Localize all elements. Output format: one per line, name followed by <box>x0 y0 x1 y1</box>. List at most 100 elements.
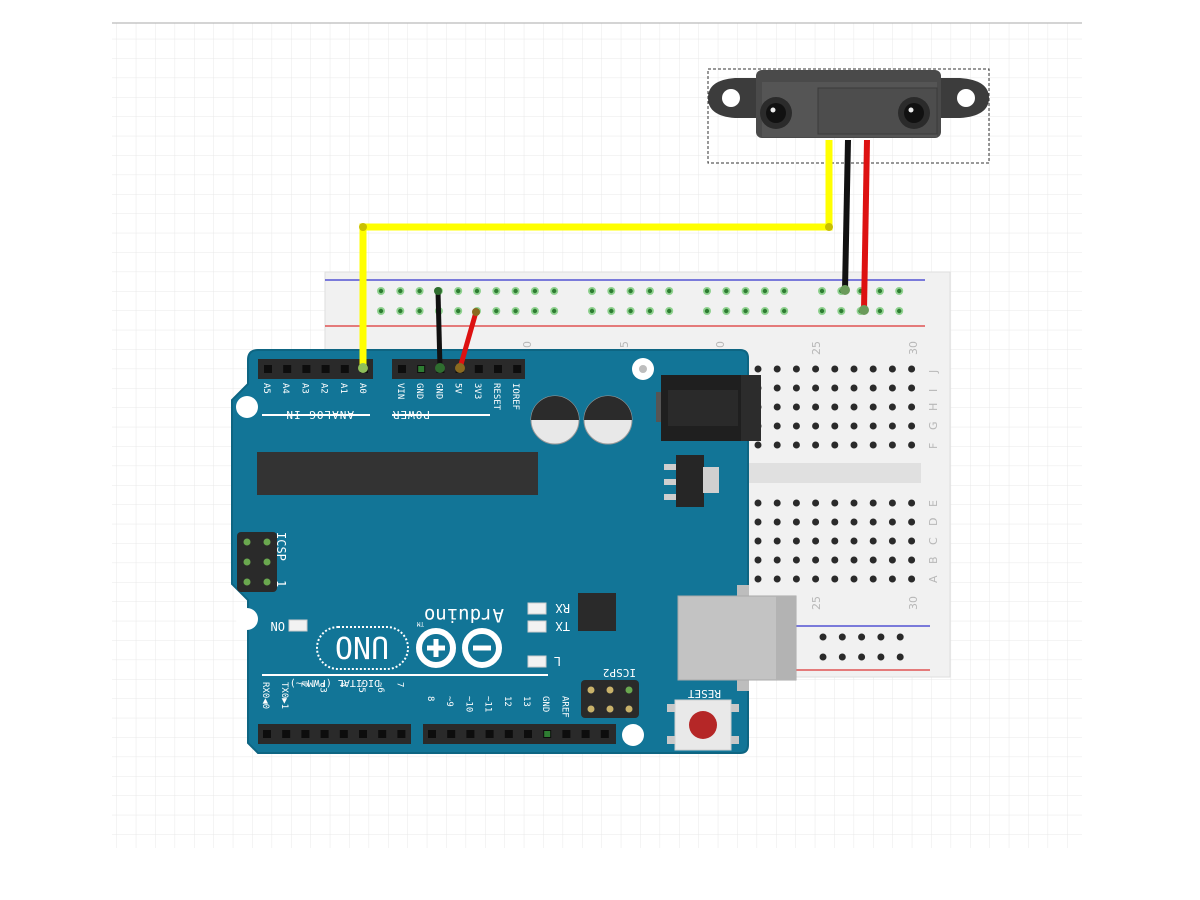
sensor-ground-wire <box>842 139 851 291</box>
l-led <box>527 655 547 668</box>
breadboard-hole <box>812 575 820 583</box>
breadboard-hole <box>831 537 839 545</box>
breadboard-hole <box>812 441 820 449</box>
pin-label: A2 <box>319 383 329 394</box>
breadboard-hole <box>773 575 781 583</box>
row-letter: C <box>927 537 940 545</box>
breadboard-hole <box>812 537 820 545</box>
header-pin <box>264 365 272 373</box>
breadboard-hole <box>869 537 877 545</box>
on-led <box>288 619 308 632</box>
column-number-label: 30 <box>907 341 920 355</box>
column-number-label: 0 <box>521 341 534 348</box>
mounting-hole <box>236 608 258 630</box>
breadboard-hole <box>812 403 820 411</box>
breadboard-hole <box>792 499 800 507</box>
pin-label: A0 <box>357 383 367 394</box>
header-pin <box>339 730 348 738</box>
breadboard-hole <box>908 499 916 507</box>
header-pin <box>340 365 349 373</box>
pin-label: A3 <box>299 383 309 394</box>
breadboard-hole <box>754 556 762 564</box>
atmega-chip <box>257 452 538 495</box>
ir-receiver-lens-icon <box>898 97 930 129</box>
tx-led <box>527 620 547 633</box>
row-letters: J I H G F E D C B A <box>927 370 940 583</box>
breadboard-hole <box>896 633 904 641</box>
pin-label: GND <box>414 383 424 399</box>
breadboard-hole <box>773 441 781 449</box>
breadboard-hole <box>888 575 896 583</box>
pin-label: ~10 <box>463 696 473 712</box>
bottom-rail-holes <box>819 633 904 661</box>
wires <box>358 139 870 373</box>
arduino-5v-wire <box>457 311 479 369</box>
breadboard-hole <box>773 499 781 507</box>
analog-header <box>258 359 373 379</box>
breadboard-hole <box>869 518 877 526</box>
pin-label: 12 <box>502 696 512 707</box>
center-channel <box>745 463 921 483</box>
arduino-brand-text: Arduino <box>424 604 504 626</box>
breadboard-hole <box>773 518 781 526</box>
ir-emitter-lens-icon <box>760 97 792 129</box>
breadboard-hole <box>812 518 820 526</box>
header-pin <box>485 730 494 738</box>
usb-interface-chip <box>578 593 616 631</box>
column-number-label: 30 <box>907 596 920 610</box>
uno-model-text: UNO <box>335 629 389 664</box>
reset-button <box>667 699 739 751</box>
header-pin <box>474 365 483 373</box>
breadboard-hole <box>831 499 839 507</box>
usb-b-connector <box>677 585 797 691</box>
breadboard-hole <box>831 403 839 411</box>
breadboard-hole <box>773 556 781 564</box>
rx-led <box>527 602 547 615</box>
pin-label: 2 <box>298 682 308 687</box>
breadboard-hole <box>754 441 762 449</box>
trademark-mark: TM <box>416 620 424 627</box>
row-letter: A <box>927 575 940 583</box>
header-pin <box>301 730 310 738</box>
breadboard-hole <box>773 422 781 430</box>
breadboard-hole <box>754 499 762 507</box>
row-letter: D <box>927 518 940 526</box>
breadboard-hole <box>831 575 839 583</box>
breadboard-hole <box>831 365 839 373</box>
breadboard-hole <box>831 384 839 392</box>
breadboard-hole <box>908 422 916 430</box>
header-pin <box>504 730 513 738</box>
board-outline <box>231 349 749 754</box>
header-pin <box>378 730 387 738</box>
header-pin <box>320 730 329 738</box>
capacitor <box>583 395 633 445</box>
breadboard-hole <box>831 422 839 430</box>
breadboard-hole <box>812 365 820 373</box>
breadboard-hole <box>888 499 896 507</box>
breadboard-hole <box>773 537 781 545</box>
pin-label: 5V <box>453 383 463 394</box>
pin-label: 4 <box>337 682 347 687</box>
header-pin <box>283 365 292 373</box>
pin-label: A1 <box>338 383 348 394</box>
digital-pwm-label: DIGITAL (PWM=~) <box>290 677 380 688</box>
header-pin <box>428 730 436 738</box>
breadboard-hole <box>850 384 858 392</box>
breadboard-hole <box>754 518 762 526</box>
breadboard-hole <box>888 556 896 564</box>
breadboard-hole <box>877 633 885 641</box>
breadboard-hole <box>850 499 858 507</box>
breadboard-hole <box>838 653 846 661</box>
breadboard-hole <box>908 537 916 545</box>
column-number-label: 25 <box>810 596 823 610</box>
header-pin <box>359 730 367 738</box>
breadboard-hole <box>812 499 820 507</box>
breadboard-hole <box>819 653 827 661</box>
breadboard-hole <box>792 422 800 430</box>
l-label: L <box>554 654 561 668</box>
breadboard-hole <box>792 537 800 545</box>
